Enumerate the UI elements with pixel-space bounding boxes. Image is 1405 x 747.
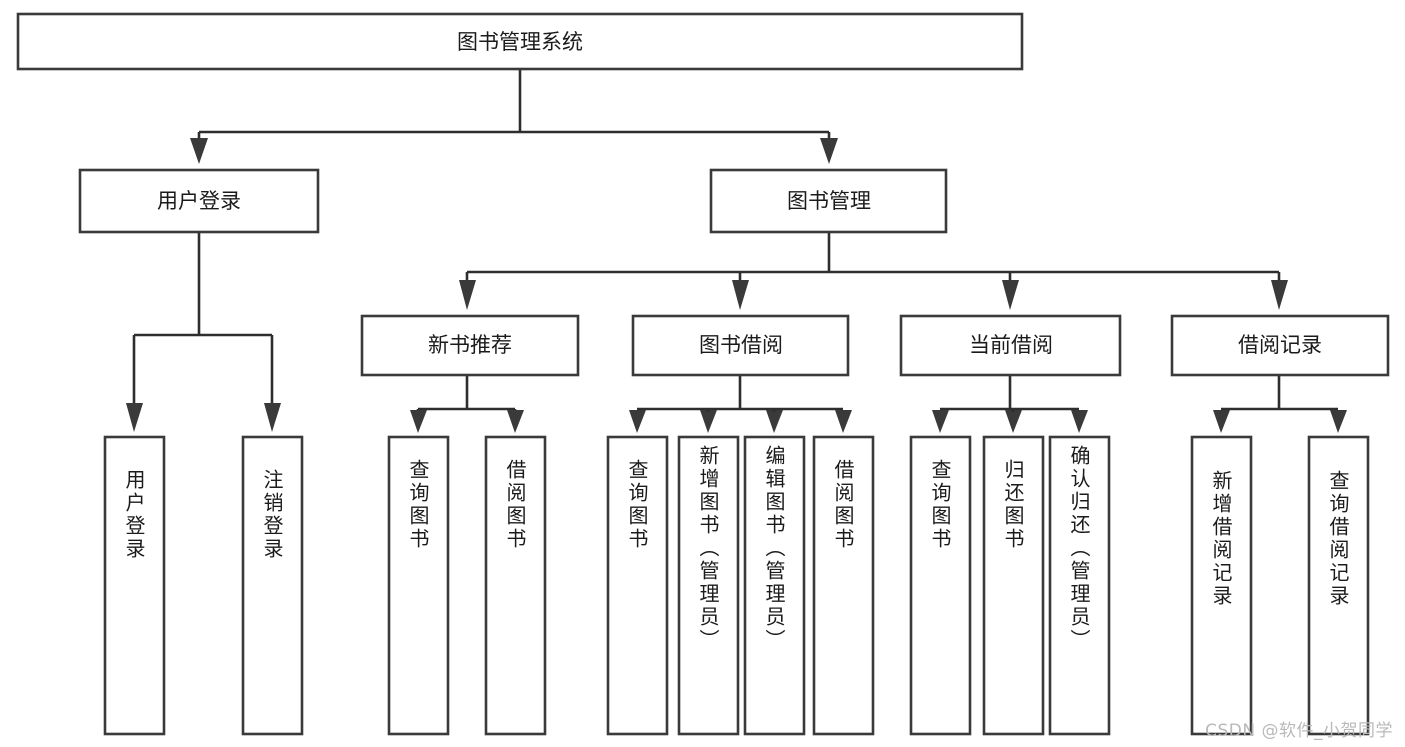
node-leaf-confirm-return-label: 确认归还（管理员） xyxy=(1067,445,1091,652)
node-new-book-rec-box[interactable] xyxy=(360,314,580,377)
arrow-leaf-confirm-return xyxy=(1071,410,1088,433)
node-leaf-query-book-3[interactable]: 查询图书 xyxy=(909,435,972,736)
node-leaf-return-book-box[interactable] xyxy=(982,435,1045,736)
node-leaf-borrow-book-2[interactable]: 借阅图书 xyxy=(812,435,875,736)
node-leaf-edit-book-box[interactable] xyxy=(743,435,806,736)
arrow-leaf-add-book xyxy=(700,410,717,433)
node-leaf-borrow-book-2-box[interactable] xyxy=(812,435,875,736)
arrow-leaf-query-book-2 xyxy=(629,410,646,433)
node-book-manage[interactable]: 图书管理 xyxy=(709,168,948,234)
node-leaf-return-book[interactable]: 归还图书 xyxy=(982,435,1045,736)
arrow-leaf-add-record xyxy=(1213,410,1230,433)
node-leaf-return-book-label: 归还图书 xyxy=(1001,459,1025,551)
node-leaf-add-record-box[interactable] xyxy=(1190,435,1253,736)
node-user-login-box[interactable] xyxy=(78,168,320,234)
node-leaf-add-book[interactable]: 新增图书（管理员） xyxy=(677,435,740,736)
arrow-leaf-user-login xyxy=(126,403,143,432)
node-root[interactable]: 图书管理系统 xyxy=(16,12,1024,71)
node-book-manage-label: 图书管理 xyxy=(787,189,871,213)
arrow-to-borrow-record xyxy=(1271,280,1288,310)
node-leaf-query-book-1-box[interactable] xyxy=(387,435,450,736)
node-leaf-user-logout[interactable]: 注销登录 xyxy=(241,435,304,736)
arrow-to-book-borrow xyxy=(732,280,749,310)
node-leaf-add-book-label: 新增图书（管理员） xyxy=(696,445,720,652)
arrow-leaf-borrow-book-2 xyxy=(835,410,852,433)
node-current-borrow-label: 当前借阅 xyxy=(969,333,1053,357)
node-leaf-borrow-book-2-label: 借阅图书 xyxy=(831,459,855,551)
node-leaf-borrow-book-1[interactable]: 借阅图书 xyxy=(484,435,547,736)
arrow-to-current-borrow xyxy=(1002,280,1019,310)
arrow-leaf-user-logout xyxy=(264,403,281,432)
node-leaf-add-record[interactable]: 新增借阅记录 xyxy=(1190,435,1253,736)
node-new-book-rec[interactable]: 新书推荐 xyxy=(360,314,580,377)
arrow-to-new-book-rec xyxy=(459,280,476,310)
arrow-leaf-edit-book xyxy=(766,410,783,433)
node-leaf-edit-book-label: 编辑图书（管理员） xyxy=(762,445,786,652)
node-borrow-record-box[interactable] xyxy=(1170,314,1390,377)
arrow-leaf-return-book xyxy=(1005,410,1022,433)
arrow-to-user-login xyxy=(190,138,208,164)
node-leaf-user-logout-box[interactable] xyxy=(241,435,304,736)
node-leaf-confirm-return-box[interactable] xyxy=(1048,435,1111,736)
arrow-leaf-borrow-book-1 xyxy=(507,410,524,433)
node-book-borrow-label: 图书借阅 xyxy=(699,333,783,357)
arrow-leaf-query-book-3 xyxy=(932,410,949,433)
node-borrow-record-label: 借阅记录 xyxy=(1238,333,1322,357)
node-leaf-user-login-box[interactable] xyxy=(103,435,166,736)
node-leaf-query-book-1[interactable]: 查询图书 xyxy=(387,435,450,736)
node-leaf-query-book-2[interactable]: 查询图书 xyxy=(606,435,669,736)
node-leaf-confirm-return[interactable]: 确认归还（管理员） xyxy=(1048,435,1111,736)
node-leaf-borrow-book-1-box[interactable] xyxy=(484,435,547,736)
node-borrow-record[interactable]: 借阅记录 xyxy=(1170,314,1390,377)
connector-group xyxy=(126,69,1347,433)
node-user-login-label: 用户登录 xyxy=(157,189,241,213)
node-book-borrow-box[interactable] xyxy=(631,314,850,377)
node-book-manage-box[interactable] xyxy=(709,168,948,234)
node-user-login[interactable]: 用户登录 xyxy=(78,168,320,234)
csdn-watermark: CSDN @软件_小贺同学 xyxy=(1205,721,1393,741)
node-leaf-query-record-box[interactable] xyxy=(1307,435,1370,736)
arrow-leaf-query-record xyxy=(1330,410,1347,433)
node-root-box[interactable] xyxy=(16,12,1024,71)
node-leaf-user-logout-label: 注销登录 xyxy=(260,469,284,561)
node-leaf-user-login[interactable]: 用户登录 xyxy=(103,435,166,736)
node-leaf-query-book-3-label: 查询图书 xyxy=(928,459,952,551)
arrow-to-book-manage xyxy=(820,138,838,164)
node-leaf-borrow-book-1-label: 借阅图书 xyxy=(503,459,527,551)
node-current-borrow[interactable]: 当前借阅 xyxy=(899,314,1122,377)
node-leaf-edit-book[interactable]: 编辑图书（管理员） xyxy=(743,435,806,736)
node-new-book-rec-label: 新书推荐 xyxy=(428,333,512,357)
node-leaf-add-book-box[interactable] xyxy=(677,435,740,736)
node-leaf-query-book-3-box[interactable] xyxy=(909,435,972,736)
node-leaf-query-record-label: 查询借阅记录 xyxy=(1326,470,1350,608)
node-book-borrow[interactable]: 图书借阅 xyxy=(631,314,850,377)
arrow-leaf-query-book-1 xyxy=(410,410,427,433)
node-leaf-query-book-2-box[interactable] xyxy=(606,435,669,736)
node-leaf-query-book-1-label: 查询图书 xyxy=(406,459,430,551)
node-current-borrow-box[interactable] xyxy=(899,314,1122,377)
node-leaf-query-book-2-label: 查询图书 xyxy=(625,459,649,551)
node-root-label: 图书管理系统 xyxy=(457,30,583,54)
node-leaf-add-record-label: 新增借阅记录 xyxy=(1209,470,1233,608)
node-leaf-user-login-label: 用户登录 xyxy=(122,469,146,561)
node-leaf-query-record[interactable]: 查询借阅记录 xyxy=(1307,435,1370,736)
